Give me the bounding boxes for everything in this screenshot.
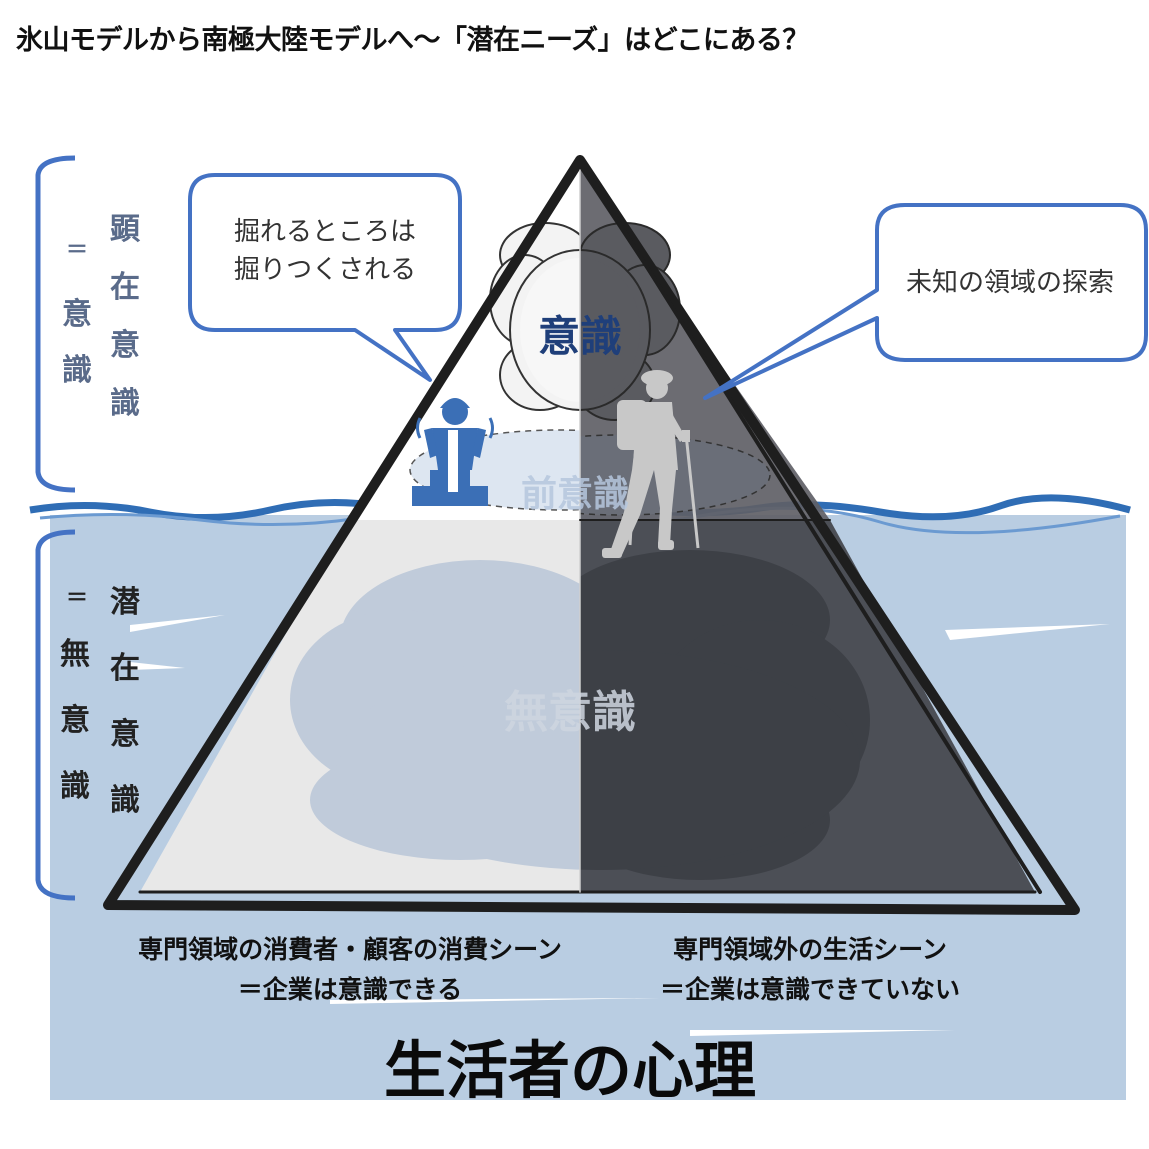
preconscious-label: 前意識 [520,474,629,515]
caption-right-line2: ＝企業は意識できていない [659,975,960,1004]
water-streaks [130,615,1110,1036]
caption-right-line1: 専門領域外の生活シーン [673,935,947,964]
caption-right: 専門領域外の生活シーン ＝企業は意識できていない [600,930,1020,1010]
digger-figure-icon [412,398,494,506]
hiker-figure-icon [602,370,700,558]
upper-inner-label: 顕 在 意 識 [110,212,140,421]
bracket-upper [35,155,76,493]
speech-bubble-right [703,203,1148,400]
speech-bubble-left-line2: 掘りつくされる [233,255,417,285]
conscious-cloud [489,222,681,421]
speech-bubble-left-text: 掘れるところは 掘りつくされる [205,213,445,289]
pyramid-outline [103,155,1080,915]
unconscious-label: 無意識 [504,687,636,738]
caption-left-line1: 専門領域の消費者・顧客の消費シーン [138,935,562,964]
lower-inner-label: 潜 在 意 識 [110,585,140,818]
upper-outer-label: 意 識 [62,297,92,388]
speech-bubble-left-line1: 掘れるところは [233,217,416,247]
lower-equal-sign: ＝ [66,586,89,611]
page-title: 氷山モデルから南極大陸モデルへ〜「潜在ニーズ」はどこにある？ [16,25,809,56]
speech-bubble-right-text: 未知の領域の探索 [905,268,1114,298]
caption-left-line2: ＝企業は意識できる [237,975,463,1004]
conscious-label: 意識 [537,312,622,361]
upper-equal-sign: ＝ [66,238,89,263]
lower-outer-label: 無 意 識 [60,637,90,804]
bottom-title: 生活者の心理 [383,1034,756,1107]
caption-left: 専門領域の消費者・顧客の消費シーン ＝企業は意識できる [120,930,580,1010]
speech-bubble-left [188,173,462,382]
bracket-lower [35,529,76,901]
unconscious-cloud [290,550,870,880]
